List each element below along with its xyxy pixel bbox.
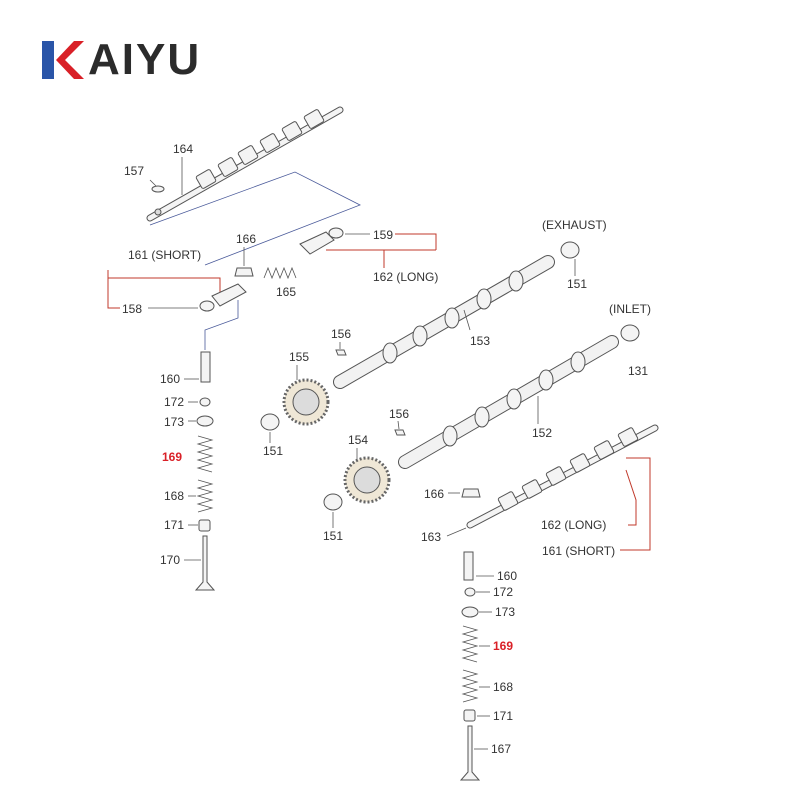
label-173-left: 173 [164, 415, 184, 429]
cap-151-a [260, 413, 280, 431]
inlet-camshaft [398, 335, 619, 469]
label-162-long-right: 162 (LONG) [541, 518, 606, 532]
spring-165 [263, 266, 297, 280]
pad-158 [199, 300, 215, 312]
label-156-b: 156 [389, 407, 409, 421]
label-169-left: 169 [162, 450, 182, 464]
label-151-a: 151 [263, 444, 283, 458]
label-164: 164 [173, 142, 193, 156]
keeper-172-right [464, 587, 476, 597]
assembly-guide-line [149, 171, 361, 266]
exhaust-camshaft [333, 255, 555, 389]
label-161-short-right: 161 (SHORT) [542, 544, 615, 558]
sprocket-155 [282, 378, 330, 426]
nut-166-right [461, 488, 481, 498]
spring-169-left [196, 435, 214, 473]
label-151-exhaust: 151 [567, 277, 587, 291]
label-165: 165 [276, 285, 296, 299]
retainer-173-right [461, 606, 479, 618]
label-172-right: 172 [493, 585, 513, 599]
spring-169-right [461, 625, 479, 663]
label-154: 154 [348, 433, 368, 447]
key-156-b [394, 429, 406, 436]
seal-171-right [463, 709, 476, 722]
label-161-short-top: 161 (SHORT) [128, 248, 201, 262]
label-159: 159 [373, 228, 393, 242]
label-131: 131 [628, 364, 648, 378]
spring-168-right [461, 669, 479, 703]
label-171-right: 171 [493, 709, 513, 723]
brand-logo: AIYU [40, 38, 201, 82]
sprocket-154 [343, 456, 391, 504]
label-171-left: 171 [164, 518, 184, 532]
washer-157 [151, 185, 165, 193]
label-173-right: 173 [495, 605, 515, 619]
key-156-top [335, 349, 347, 356]
label-155: 155 [289, 350, 309, 364]
keeper-172-left [199, 397, 211, 407]
label-inlet: (INLET) [609, 302, 651, 316]
cap-151-b [323, 493, 343, 511]
cap-151-inlet [620, 324, 640, 342]
rocker-shaft-assembly-right [466, 424, 659, 529]
adjuster-screw-160-right [463, 551, 474, 581]
label-157: 157 [124, 164, 144, 178]
guide-left-drop [204, 300, 239, 350]
label-166-top: 166 [236, 232, 256, 246]
nut-166-top [234, 267, 254, 277]
seal-171-left [198, 519, 211, 532]
spring-168-left [196, 479, 214, 513]
brand-name: AIYU [88, 35, 202, 84]
rocker-arm-short [211, 283, 247, 307]
label-156-top: 156 [331, 327, 351, 341]
label-exhaust: (EXHAUST) [542, 218, 607, 232]
label-152: 152 [532, 426, 552, 440]
adjuster-screw-160-left [200, 351, 211, 383]
label-168-right: 168 [493, 680, 513, 694]
label-169-right: 169 [493, 639, 513, 653]
valve-167 [459, 725, 481, 781]
label-160-left: 160 [160, 372, 180, 386]
k-logo-icon [42, 41, 84, 79]
valve-170 [194, 535, 216, 591]
label-170: 170 [160, 553, 180, 567]
label-162-long-top: 162 (LONG) [373, 270, 438, 284]
retainer-173-left [196, 415, 214, 427]
pad-159 [328, 227, 344, 239]
label-167: 167 [491, 742, 511, 756]
label-151-b: 151 [323, 529, 343, 543]
label-160-right: 160 [497, 569, 517, 583]
label-166-right: 166 [424, 487, 444, 501]
label-163: 163 [421, 530, 441, 544]
cap-151-exhaust [560, 241, 580, 259]
rocker-shaft-assembly-top [146, 106, 344, 222]
label-168-left: 168 [164, 489, 184, 503]
label-153: 153 [470, 334, 490, 348]
label-158: 158 [122, 302, 142, 316]
label-172-left: 172 [164, 395, 184, 409]
rocker-arm-long [299, 231, 335, 255]
